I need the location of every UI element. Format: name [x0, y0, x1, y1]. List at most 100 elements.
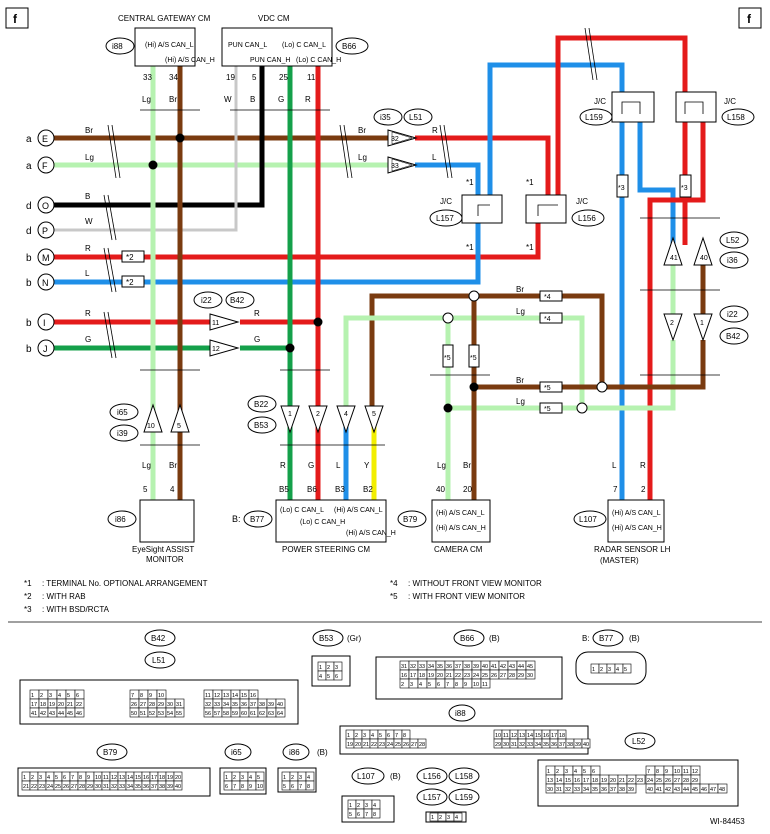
connector-pin-number: 53	[158, 711, 164, 717]
connector-pin-number: 10	[495, 733, 501, 739]
svg-text:2: 2	[670, 320, 674, 327]
connector-pin-number: 26	[63, 784, 69, 790]
connector-pin	[275, 707, 286, 718]
connector-pin-number: 35	[437, 664, 443, 670]
wire-32-r	[415, 135, 551, 205]
connector-pin-number: 16	[543, 733, 549, 739]
connector-pin	[626, 783, 637, 794]
connector-pin-number: 8	[455, 682, 458, 688]
pin-i88-34: 34	[169, 73, 178, 82]
svg-text:B66: B66	[460, 634, 475, 643]
connector-pin-number: 20	[58, 702, 64, 708]
connector-pin-number: 39	[167, 784, 173, 790]
connector-pin-number: 55	[176, 711, 182, 717]
diagram-id: WI-84453	[710, 817, 745, 826]
terminal-circle	[37, 129, 55, 147]
connector-pin-number: 1	[592, 667, 595, 673]
terminal-letter: J	[43, 344, 48, 354]
svg-text:4: 4	[344, 411, 348, 418]
connector-pin-number: 28	[509, 673, 515, 679]
svg-text:*4: *4	[390, 579, 398, 588]
svg-text:G: G	[308, 461, 314, 470]
connector-pin-number: 31	[556, 787, 562, 793]
connector-pin-number: 38	[259, 702, 265, 708]
connector-pin	[74, 707, 85, 718]
connector-pin-number: 46	[701, 787, 707, 793]
connector-pin-number: 33	[419, 664, 425, 670]
connector-pin-number: 23	[379, 742, 385, 748]
option-note: *2	[126, 253, 134, 262]
wire-label-g-i22: G	[254, 335, 260, 344]
connector-pin	[255, 780, 265, 791]
connector-pin-number: 28	[79, 784, 85, 790]
connector-pin-number: 6	[387, 733, 390, 739]
svg-text:i65: i65	[117, 408, 128, 417]
connector-pin-number: 41	[656, 787, 662, 793]
connector-pin-number: 7	[446, 682, 449, 688]
connector-pin-number: 38	[619, 787, 625, 793]
terminal-wire-color: Br	[85, 126, 93, 135]
connector-pin-number: 22	[455, 673, 461, 679]
cam-pin-label-2: (Hi) A/S CAN_H	[436, 525, 486, 532]
eyesight-title-1: EyeSight ASSIST	[132, 545, 194, 554]
connector-pin-number: 6	[76, 693, 79, 699]
connector-pin-number: 8	[241, 784, 244, 790]
svg-text:: WITH RAB: : WITH RAB	[42, 592, 86, 601]
connector-pin-number: 20	[437, 673, 443, 679]
wire-i22-lg	[582, 340, 676, 411]
vdc-title: VDC CM	[258, 14, 290, 23]
connector-pin-number: 7	[647, 769, 650, 775]
svg-text:L156: L156	[423, 772, 441, 781]
connector-pin-number: 4	[574, 769, 577, 775]
connector-pin-number: 4	[371, 733, 374, 739]
terminal-letter: E	[42, 134, 48, 144]
radar-title-2: (MASTER)	[600, 556, 639, 565]
code-b66: B66	[342, 42, 357, 51]
connector-pin	[305, 780, 315, 791]
connector-pin-number: 26	[665, 778, 671, 784]
connector-pin-number: 5	[428, 682, 431, 688]
svg-text:*1: *1	[24, 579, 32, 588]
connector-pin-number: 37	[250, 702, 256, 708]
connector-pin-number: 35	[592, 787, 598, 793]
connector-pin-number: 33	[214, 702, 220, 708]
svg-text:4: 4	[170, 485, 175, 494]
central-gateway-box	[134, 27, 196, 67]
svg-text:B6: B6	[307, 485, 317, 494]
connector-pin-number: 64	[277, 711, 283, 717]
connector-pin-number: 25	[55, 784, 61, 790]
svg-text:*5: *5	[470, 355, 477, 362]
code-b77: B77	[250, 515, 265, 524]
connector-pin-number: 34	[535, 742, 541, 748]
connector-pin-number: 3	[39, 775, 42, 781]
ps-pin-label-2: (Lo) C CAN_H	[300, 519, 345, 526]
connector-pin-number: 15	[565, 778, 571, 784]
connector-pin-number: 7	[71, 775, 74, 781]
connector-pin-number: 38	[567, 742, 573, 748]
connector-pin-number: 14	[232, 693, 238, 699]
connector-pin-number: 3	[335, 665, 338, 671]
cgw-pin-label-2: (Hi) A/S CAN_H	[165, 57, 215, 64]
connector-pin-number: 2	[401, 682, 404, 688]
svg-text:*2: *2	[24, 592, 32, 601]
connector-pin-number: 13	[519, 733, 525, 739]
power-steering-box	[275, 499, 387, 543]
wire-layer	[42, 35, 706, 500]
connector-pin-number: 28	[683, 778, 689, 784]
connector-pin-number: 27	[411, 742, 417, 748]
connector-pin-number: 11	[503, 733, 509, 739]
wire-r-m	[42, 208, 541, 260]
connector-pin-number: 22	[371, 742, 377, 748]
code-i22: i22	[201, 296, 212, 305]
connector-pin-number: 27	[500, 673, 506, 679]
connector-pin-number: 40	[277, 702, 283, 708]
connector-pin-number: 33	[119, 784, 125, 790]
connector-pin-number: 37	[559, 742, 565, 748]
star1-labels: *1 *1 *1 *1	[466, 178, 534, 252]
svg-text:5: 5	[372, 411, 376, 418]
connector-pin-number: 9	[149, 693, 152, 699]
